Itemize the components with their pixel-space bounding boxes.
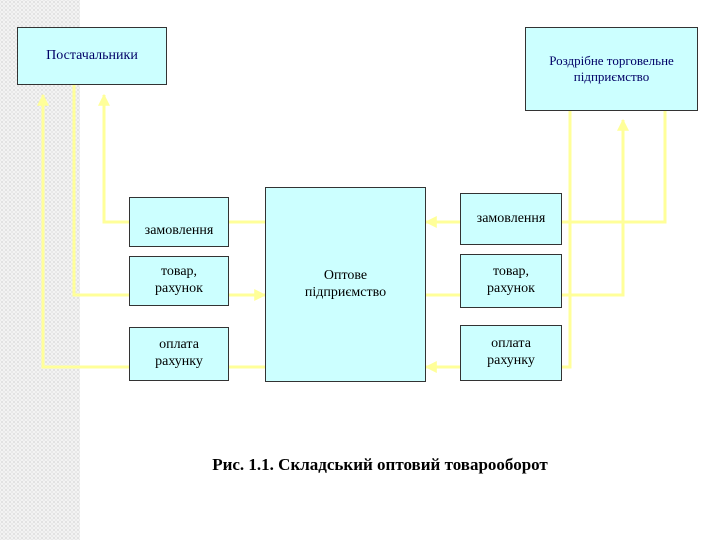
retail-enterprise-label: Роздрібне торговельне підприємство [549,53,674,84]
left-order-box: замовлення [129,197,229,247]
right-goods-invoice-label: товар, рахунок [487,264,535,296]
left-order-label: замовлення [144,223,214,239]
right-order-box: замовлення [460,193,562,245]
right-order-label: замовлення [476,210,546,226]
suppliers-label: Постачальники [46,47,138,63]
suppliers-box: Постачальники [17,27,167,85]
right-payment-box: оплата рахунку [460,325,562,381]
wholesale-enterprise-box: Оптове підприємство [265,187,426,382]
left-payment-box: оплата рахунку [129,327,229,381]
left-goods-invoice-box: товар, рахунок [129,256,229,306]
retail-enterprise-box: Роздрібне торговельне підприємство [525,27,698,111]
wholesale-enterprise-label: Оптове підприємство [304,267,387,300]
left-goods-invoice-label: товар, рахунок [155,264,203,296]
right-payment-label: оплата рахунку [487,336,535,368]
figure-caption: Рис. 1.1. Складський оптовий товарооборо… [212,455,548,474]
decorative-side-strip [0,0,80,540]
left-payment-label: оплата рахунку [155,337,203,369]
right-goods-invoice-box: товар, рахунок [460,254,562,308]
